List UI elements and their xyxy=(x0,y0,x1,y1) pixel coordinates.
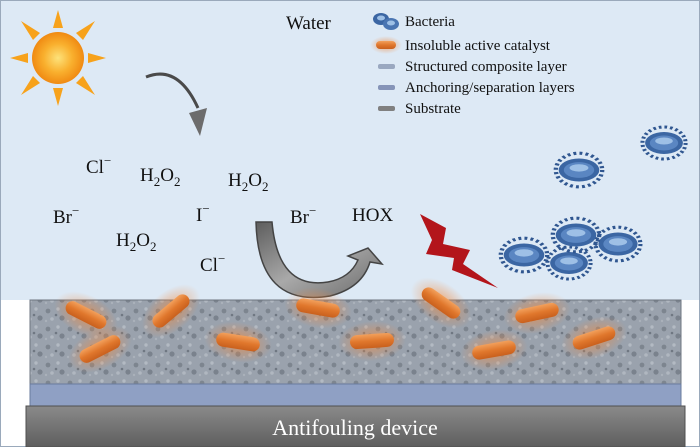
legend-item-label: Insoluble active catalyst xyxy=(405,38,551,54)
species-label: H2O2 xyxy=(140,165,180,189)
species-label: Cl− xyxy=(86,153,111,178)
legend-item-label: Anchoring/separation layers xyxy=(405,80,575,96)
species-label: Br− xyxy=(290,203,316,228)
substrate-device xyxy=(25,405,686,447)
sun-icon xyxy=(10,10,106,106)
species-label: HOX xyxy=(352,205,393,226)
bacteria-legend-icon xyxy=(373,13,399,30)
light-curved-arrow-icon xyxy=(145,72,207,136)
lightning-icon xyxy=(420,214,498,288)
species-label: Cl− xyxy=(200,251,225,276)
anchoring-legend-swatch xyxy=(378,85,395,90)
catalyst-rods xyxy=(54,277,627,373)
species-label: H2O2 xyxy=(228,170,268,194)
species-label: Br− xyxy=(53,203,79,228)
device-label: Antifouling device xyxy=(272,415,438,440)
legend-item-label: Bacteria xyxy=(405,14,455,30)
anchoring-separation-layer xyxy=(29,383,682,407)
substrate-legend-swatch xyxy=(378,106,395,111)
catalyst-legend-icon xyxy=(370,36,402,54)
legend-item-label: Substrate xyxy=(405,101,461,117)
species-label: I− xyxy=(196,201,210,226)
water-label: Water xyxy=(286,13,332,34)
legend-item-label: Structured composite layer xyxy=(405,59,567,75)
composite-legend-swatch xyxy=(378,64,395,69)
species-label: H2O2 xyxy=(116,230,156,254)
reaction-curved-arrow-icon xyxy=(255,221,384,299)
